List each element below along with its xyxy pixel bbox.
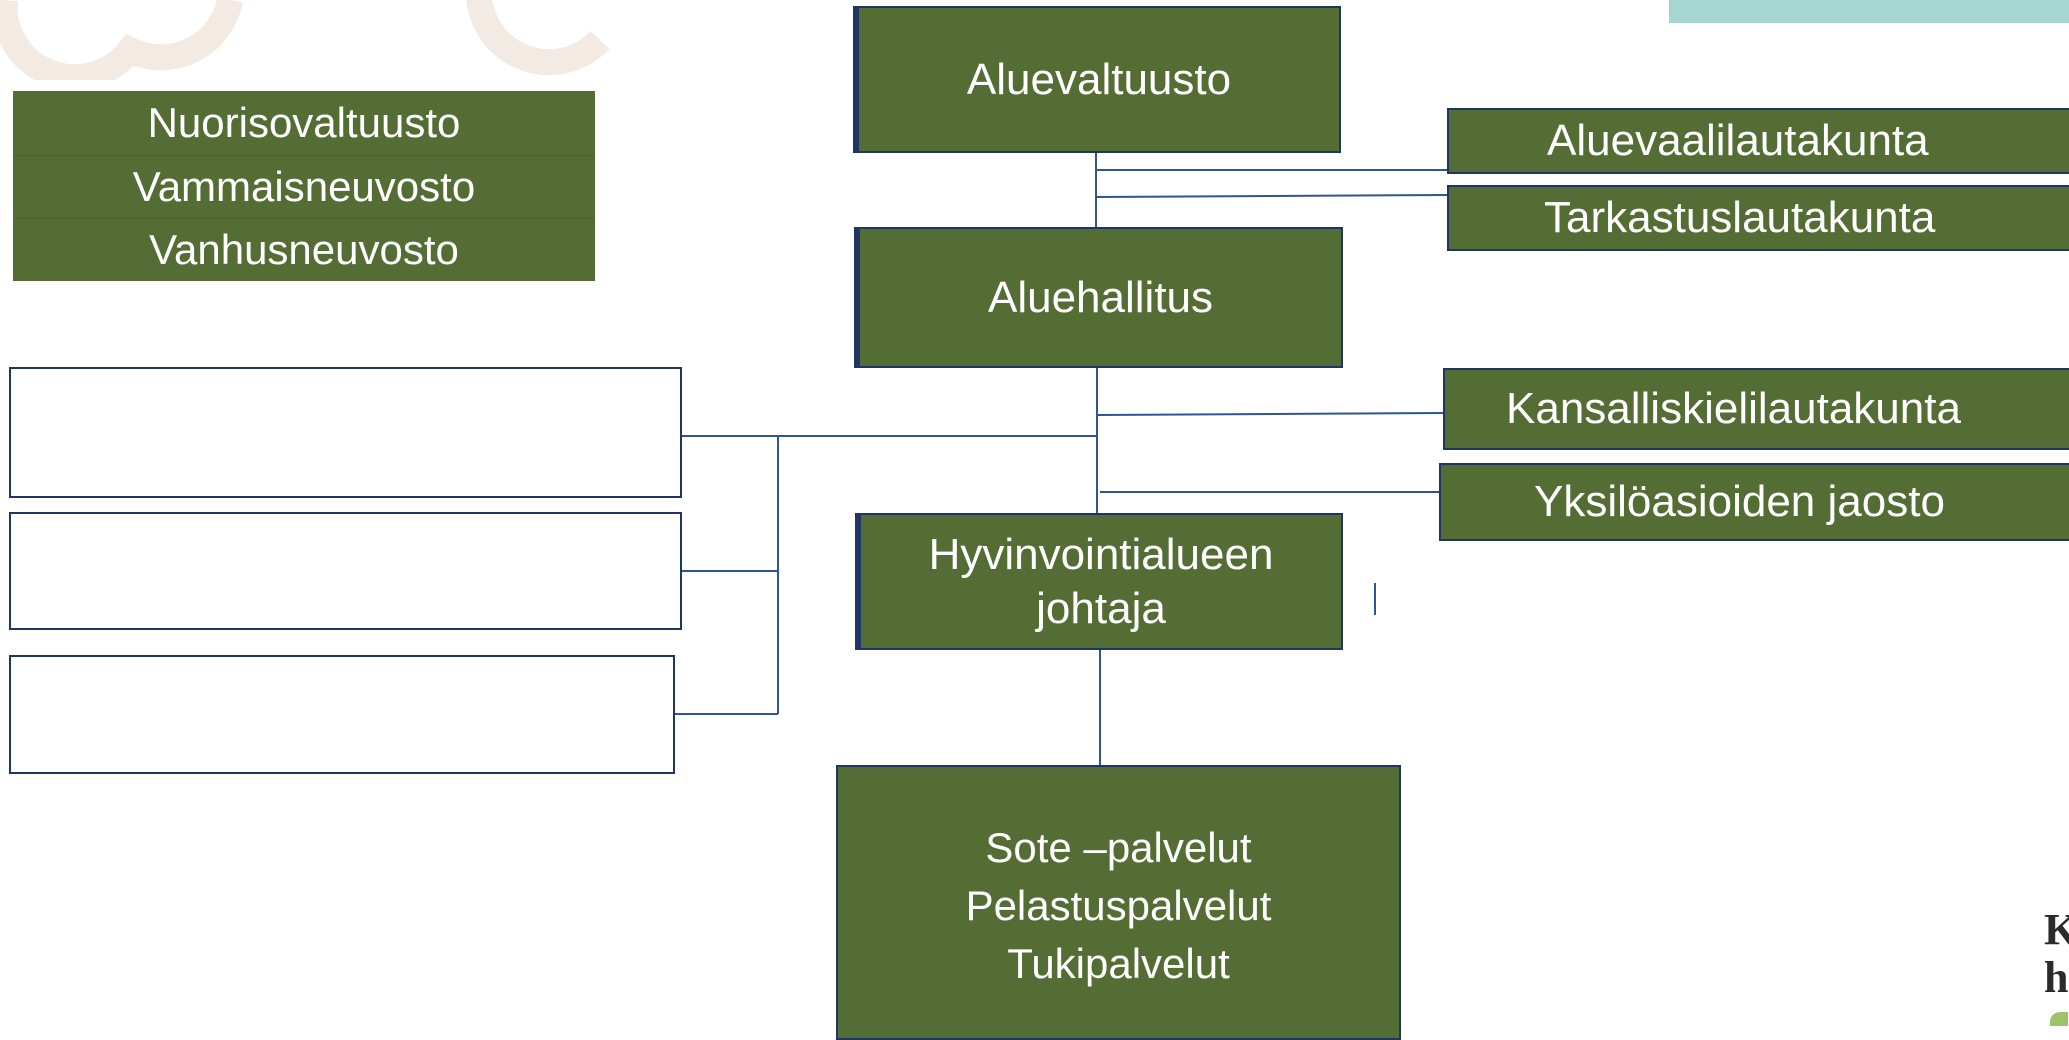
decorative-teal-banner: [1669, 0, 2069, 23]
elderly-council-box: Vanhusneuvosto: [13, 218, 595, 281]
audit-committee-label: Tarkastuslautakunta: [1544, 193, 1936, 243]
language-committee-label: Kansalliskielilautakunta: [1506, 384, 1961, 434]
regional-board-label: Aluehallitus: [987, 272, 1214, 322]
decorative-rings: [0, 0, 610, 80]
services-line-sote: Sote –palvelut: [985, 824, 1252, 871]
regional-board-box: Aluehallitus: [854, 227, 1343, 368]
disability-council-box: Vammaisneuvosto: [13, 155, 595, 218]
corner-text-line2: h: [2044, 953, 2069, 1003]
audit-committee-box: Tarkastuslautakunta: [1447, 185, 2069, 251]
corner-text: K h: [2044, 905, 2069, 1003]
regional-council-label: Aluevaltuusto: [966, 54, 1232, 104]
services-box: Sote –palvelut Pelastuspalvelut Tukipalv…: [836, 765, 1401, 1040]
empty-unit-box: [9, 655, 675, 774]
director-label-line2: johtaja: [1036, 583, 1166, 633]
services-line-rescue: Pelastuspalvelut: [965, 881, 1272, 929]
election-committee-box: Aluevaalilautakunta: [1447, 108, 2069, 174]
director-label-line1: Hyvinvointialueen: [928, 529, 1274, 579]
disability-council-label: Vammaisneuvosto: [132, 163, 476, 211]
regional-council-box: Aluevaltuusto: [853, 6, 1341, 153]
director-box: Hyvinvointialueen johtaja: [855, 513, 1343, 650]
individual-matters-division-box: Yksilöasioiden jaosto: [1439, 463, 2069, 541]
youth-council-label: Nuorisovaltuusto: [147, 99, 461, 147]
corner-green-shape: [2050, 1012, 2068, 1026]
youth-council-box: Nuorisovaltuusto: [13, 91, 595, 155]
empty-unit-box: [9, 367, 682, 498]
services-line-support: Tukipalvelut: [1007, 939, 1230, 987]
empty-unit-box: [9, 512, 682, 630]
election-committee-label: Aluevaalilautakunta: [1547, 116, 1929, 166]
elderly-council-label: Vanhusneuvosto: [149, 226, 459, 274]
language-committee-box: Kansalliskielilautakunta: [1443, 368, 2069, 450]
individual-matters-division-label: Yksilöasioiden jaosto: [1534, 477, 1945, 527]
corner-text-line1: K: [2044, 905, 2069, 954]
